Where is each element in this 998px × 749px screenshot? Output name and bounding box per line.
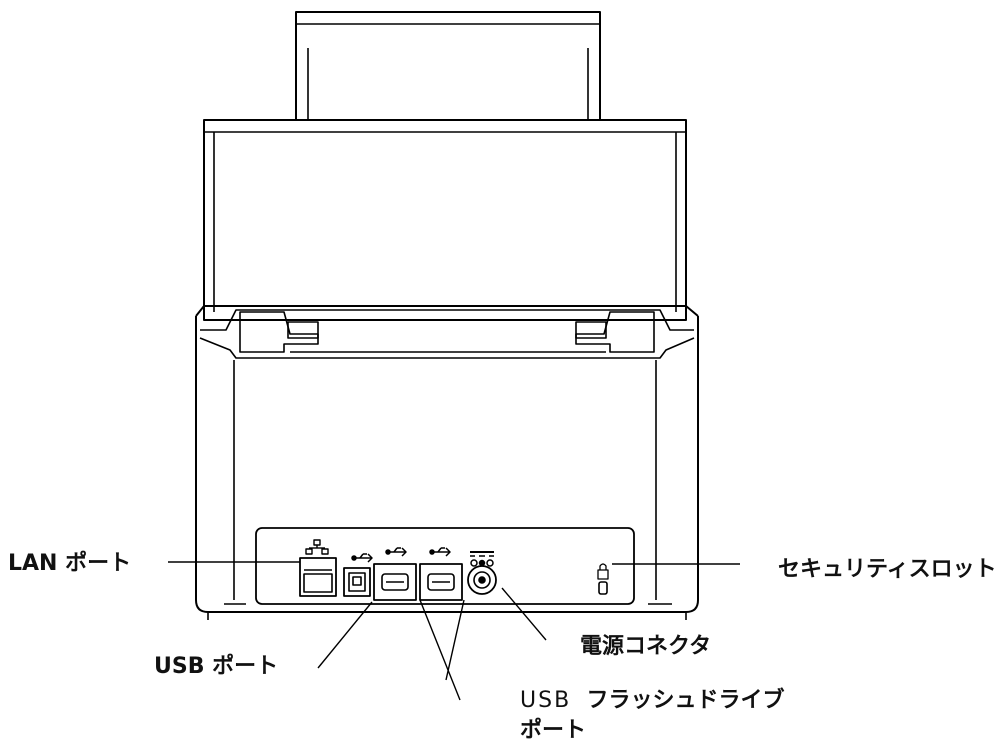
usb-a-port-1 (373, 563, 417, 601)
security-slot (598, 581, 608, 595)
lan-port (299, 557, 337, 597)
security-slot-label: セキュリティスロット (778, 557, 997, 582)
lan-icon (305, 539, 329, 555)
usb-port-label: USB ポート (154, 654, 279, 679)
usb-flash-drive-port-label: USB フラッシュドライブ (520, 688, 785, 713)
power-connector-label: 電源コネクタ (580, 634, 712, 659)
usb-icon (429, 547, 451, 557)
connector-panel (255, 527, 635, 605)
power-connector-leader (501, 587, 547, 641)
usb-b-port (343, 567, 371, 597)
usb-flash-leader-2 (445, 599, 465, 681)
usb-port-leader (317, 601, 373, 669)
usb-a-port-2 (419, 563, 463, 601)
left-hinge (239, 311, 319, 353)
usb-icon (385, 547, 407, 557)
usb-flash-suffix: フラッシュドライブ (586, 688, 785, 713)
lock-icon (597, 563, 609, 580)
power-connector (467, 565, 497, 595)
printer-body (195, 305, 699, 620)
right-hinge (575, 311, 655, 353)
usb-flash-drive-port-label-line2: ポート (520, 718, 587, 743)
dc-power-icon (470, 551, 494, 567)
lan-port-label: LAN ポート (8, 551, 132, 576)
usb-icon (351, 553, 373, 563)
usb-flash-prefix: USB (520, 688, 572, 713)
top-cover (203, 119, 687, 321)
usb-flash-leader-1 (419, 599, 461, 701)
paper-support (295, 11, 601, 121)
callout-lines (168, 561, 740, 701)
